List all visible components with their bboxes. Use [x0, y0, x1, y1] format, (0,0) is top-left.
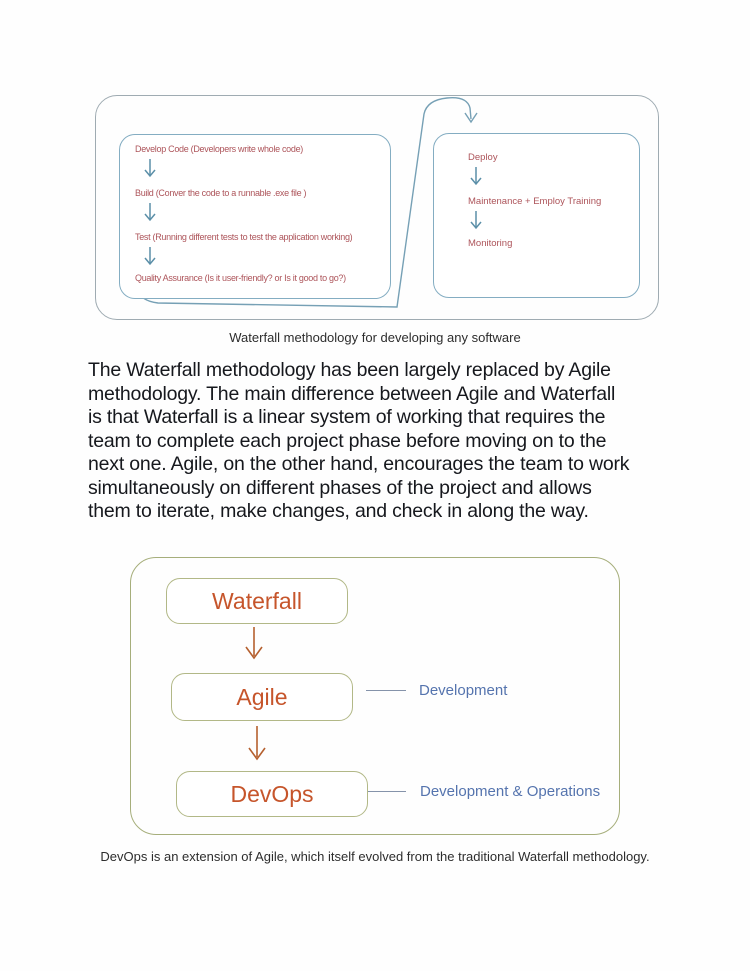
- paragraph-line: methodology. The main difference between…: [88, 382, 616, 405]
- step-test: Test (Running different tests to test th…: [135, 232, 353, 242]
- down-arrow-icon: [144, 159, 156, 178]
- label-development: Development: [419, 682, 508, 699]
- figure1-caption: Waterfall methodology for developing any…: [229, 330, 521, 345]
- step-monitoring: Monitoring: [468, 238, 513, 249]
- step-develop-code: Develop Code (Developers write whole cod…: [135, 144, 303, 154]
- down-arrow-icon: [245, 627, 263, 660]
- step-quality-assurance: Quality Assurance (Is it user-friendly? …: [135, 273, 346, 283]
- loop-connector-arrow: [136, 97, 478, 308]
- figure2-caption: DevOps is an extension of Agile, which i…: [100, 849, 650, 864]
- down-arrow-icon: [144, 247, 156, 266]
- paragraph-line: simultaneously on different phases of th…: [88, 476, 592, 499]
- devops-evolution-diagram: Waterfall Agile DevOps Development Devel…: [130, 557, 620, 835]
- step-deploy: Deploy: [468, 152, 498, 163]
- down-arrow-icon: [470, 167, 482, 186]
- paragraph-line: next one. Agile, on the other hand, enco…: [88, 453, 630, 475]
- node-agile: Agile: [171, 673, 353, 721]
- label-connector-line: [368, 791, 406, 792]
- deployment-phases-box: Deploy Maintenance + Employ Training Mon…: [433, 133, 640, 298]
- waterfall-diagram-frame: Develop Code (Developers write whole cod…: [95, 95, 659, 320]
- paragraph-line: The Waterfall methodology has been large…: [88, 359, 611, 381]
- down-arrow-icon: [470, 211, 482, 230]
- paragraph-line: them to iterate, make changes, and check…: [88, 500, 589, 522]
- paragraph-line: is that Waterfall is a linear system of …: [88, 406, 606, 428]
- label-connector-line: [366, 690, 406, 691]
- node-devops: DevOps: [176, 771, 368, 817]
- paragraph-line: team to complete each project phase befo…: [88, 429, 607, 452]
- label-development-operations: Development & Operations: [420, 783, 601, 800]
- down-arrow-icon: [144, 203, 156, 222]
- down-arrow-icon: [248, 726, 266, 761]
- node-waterfall: Waterfall: [166, 578, 348, 624]
- development-phases-box: Develop Code (Developers write whole cod…: [119, 134, 391, 299]
- step-maintenance: Maintenance + Employ Training: [468, 196, 602, 207]
- step-build: Build (Conver the code to a runnable .ex…: [135, 188, 307, 198]
- body-paragraph: The Waterfall methodology has been large…: [88, 359, 688, 524]
